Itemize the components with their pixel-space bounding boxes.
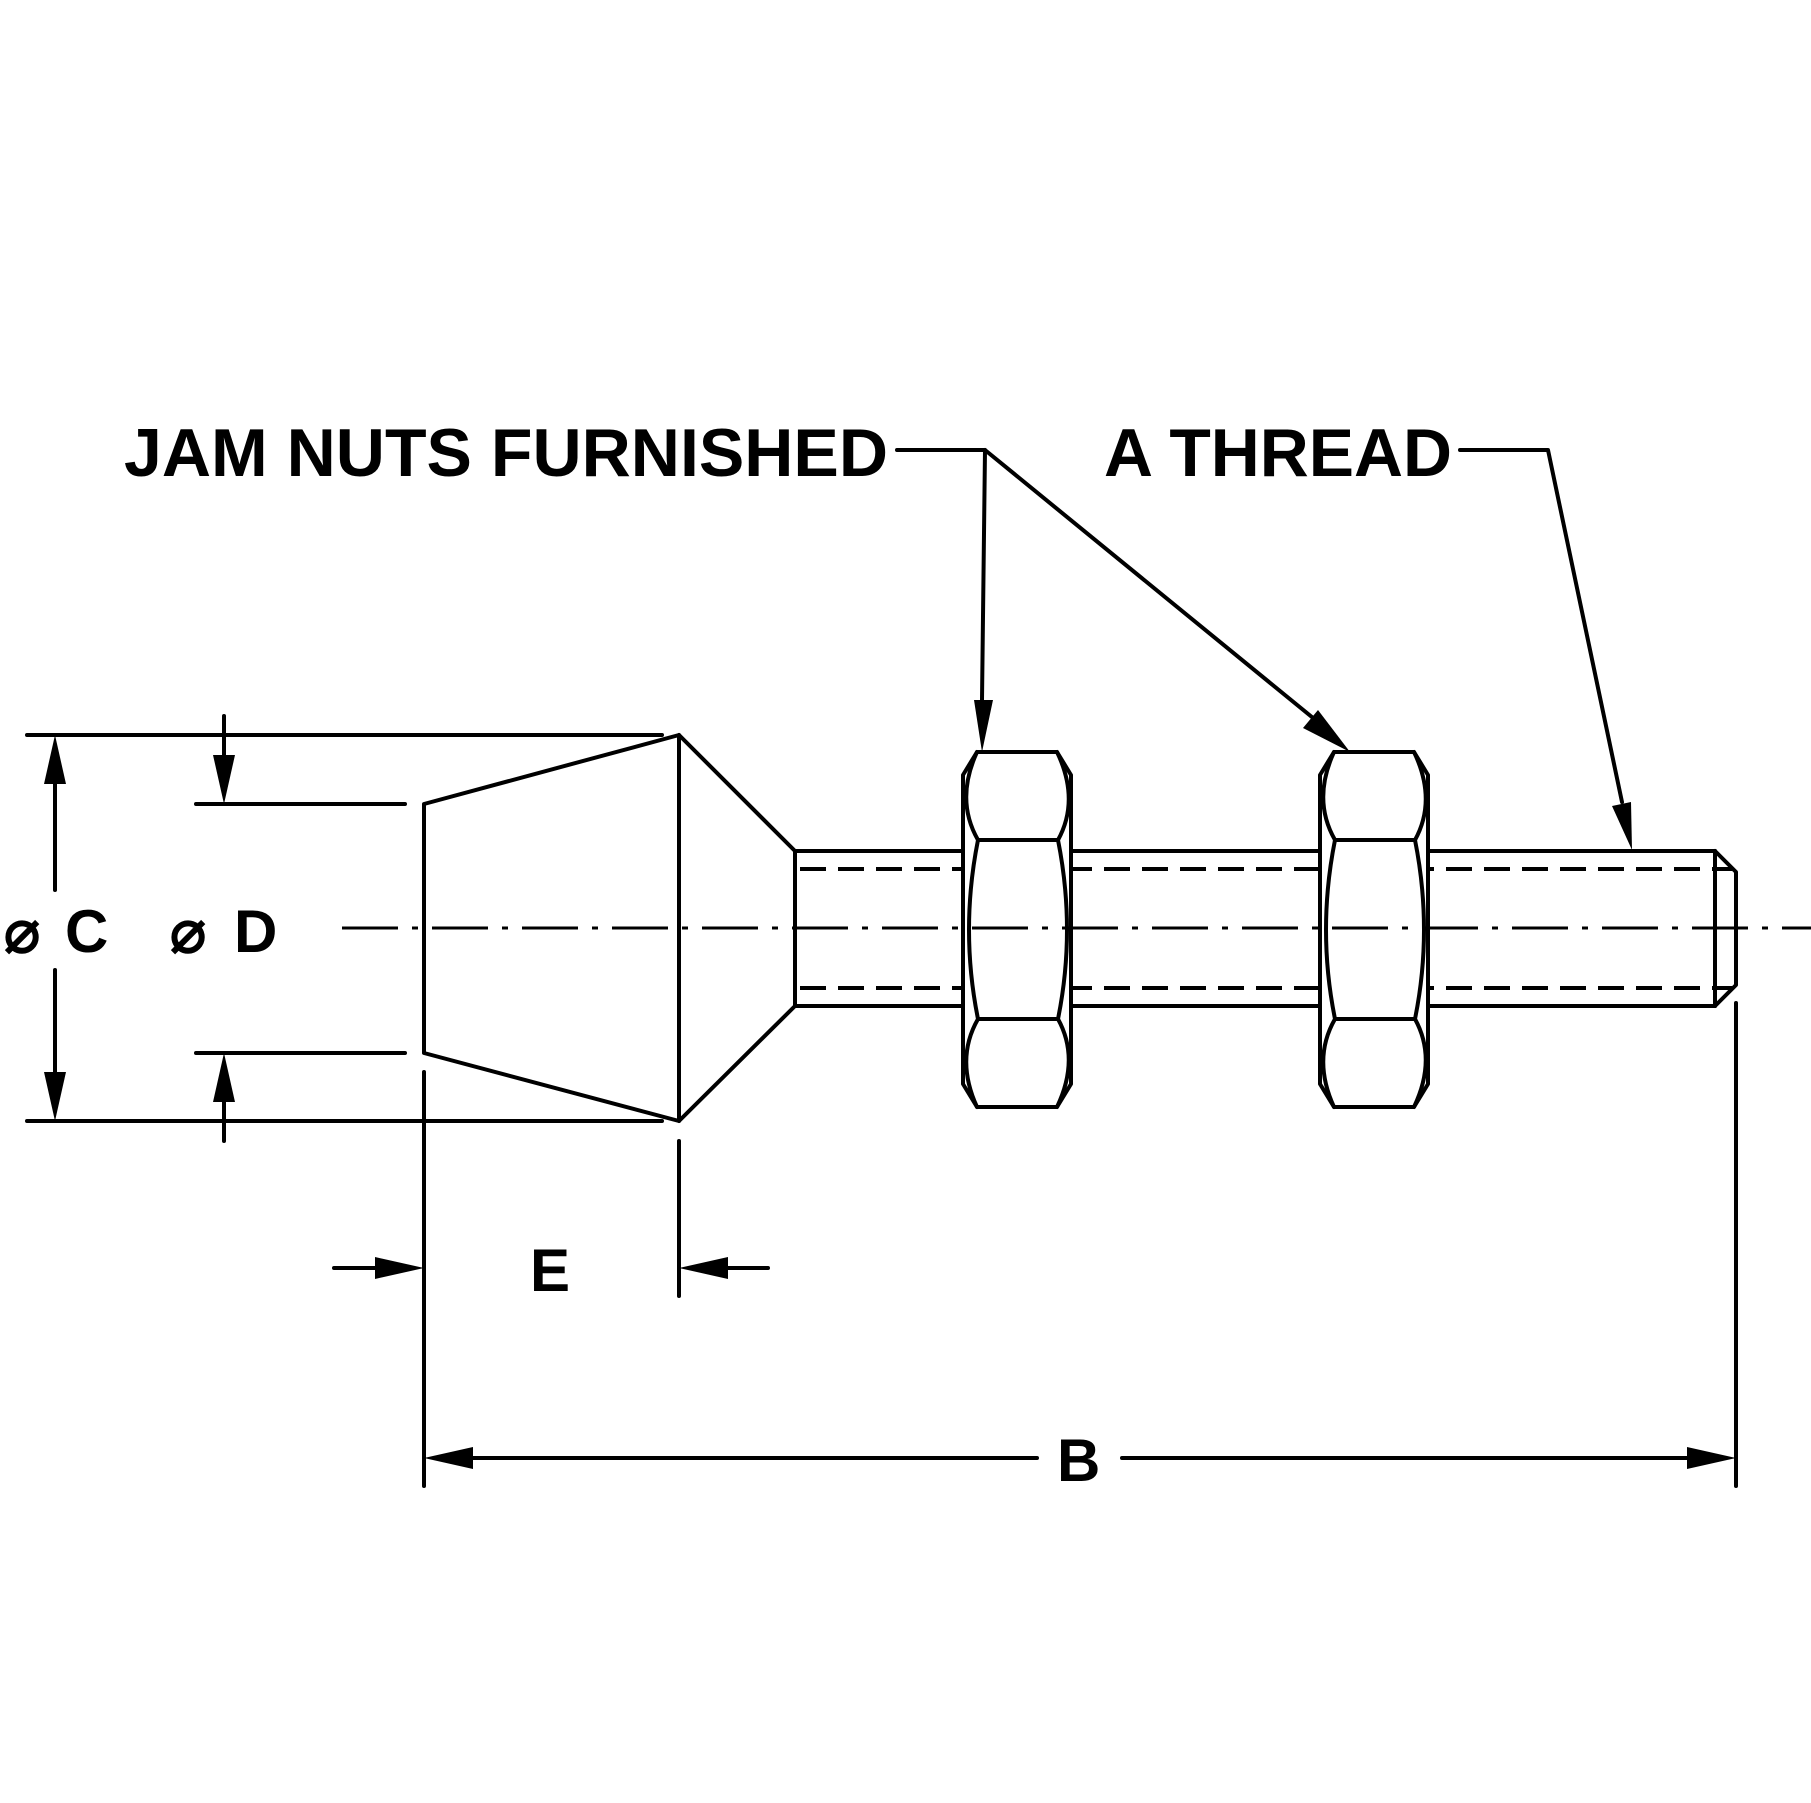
dimension-b-arrowhead-right: [1687, 1447, 1736, 1469]
dimension-e-arrowhead-right: [679, 1257, 728, 1279]
dimension-c-diameter-symbol: ⌀: [4, 898, 40, 965]
dimension-c: ⌀ C: [4, 733, 664, 1123]
thread-leader-arrowhead: [1612, 802, 1632, 850]
jam-nuts-leader: [895, 448, 1350, 752]
jam-nuts-leader-arrowhead: [974, 700, 993, 752]
dimension-c-label: C: [65, 898, 108, 965]
thread-label: A THREAD: [1104, 415, 1452, 491]
jam-nuts-label: JAM NUTS FURNISHED: [124, 415, 888, 491]
dimension-d-arrowhead-top: [213, 755, 235, 804]
dimension-b-label: B: [1057, 1427, 1100, 1494]
jam-nuts-leader-arrowhead-2: [1303, 710, 1350, 752]
threaded-shank: [793, 849, 1738, 1008]
dimension-e-label: E: [530, 1237, 570, 1304]
dimension-e: E: [332, 1070, 770, 1488]
dimension-c-arrowhead-top: [44, 735, 66, 784]
dimension-c-arrowhead-bottom: [44, 1072, 66, 1121]
dimension-d-arrowhead-bottom: [213, 1053, 235, 1102]
dimension-b: B: [424, 1001, 1738, 1494]
jam-nut-1: [961, 750, 1073, 1109]
dimension-e-arrowhead-left: [375, 1257, 424, 1279]
dimension-b-arrowhead-left: [424, 1447, 473, 1469]
thread-leader: [1458, 448, 1632, 850]
dimension-d: ⌀ D: [170, 714, 407, 1143]
dimension-d-diameter-symbol: ⌀: [170, 898, 206, 965]
dimension-d-label: D: [234, 898, 277, 965]
